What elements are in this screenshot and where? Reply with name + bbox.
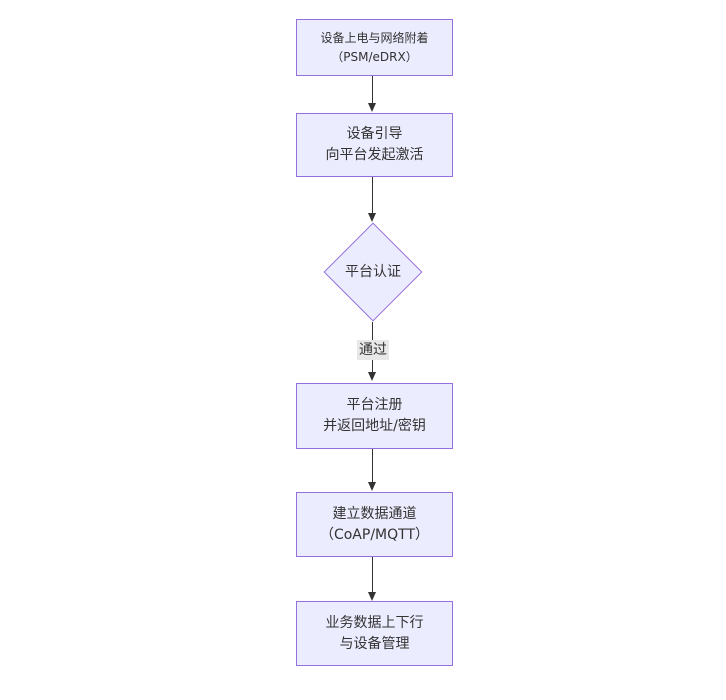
node-bootstrap-line2: 向平台发起激活 <box>325 147 424 163</box>
arrowhead-down-icon <box>368 213 376 222</box>
edge-bootstrap-to-auth <box>372 177 373 214</box>
node-business-data-line2: 与设备管理 <box>339 635 410 652</box>
node-business-data-line1: 业务数据上下行 <box>325 614 424 631</box>
node-data-channel-line1: 建立数据通道 <box>332 505 417 522</box>
arrowhead-down-icon <box>368 372 376 381</box>
edge-channel-to-business <box>372 557 373 593</box>
node-platform-register: 平台注册 并返回地址/密钥 <box>296 383 453 449</box>
arrowhead-down-icon <box>368 592 376 601</box>
node-platform-register-line1: 平台注册 <box>346 397 403 413</box>
edge-register-to-channel <box>372 449 373 483</box>
node-bootstrap-line1: 设备引导 <box>346 126 403 142</box>
arrowhead-down-icon <box>368 482 376 491</box>
arrowhead-down-icon <box>368 103 376 112</box>
node-platform-auth-label: 平台认证 <box>345 264 401 280</box>
node-power-attach: 设备上电与网络附着 （PSM/eDRX） <box>296 19 453 76</box>
edge-label-pass: 通过 <box>357 340 389 360</box>
node-power-attach-line2: （PSM/eDRX） <box>331 49 418 64</box>
node-data-channel: 建立数据通道 （CoAP/MQTT） <box>296 492 453 557</box>
node-platform-register-line2: 并返回地址/密钥 <box>323 418 426 434</box>
edge-power-to-bootstrap <box>372 76 373 104</box>
node-power-attach-line1: 设备上电与网络附着 <box>320 30 429 45</box>
node-bootstrap: 设备引导 向平台发起激活 <box>296 113 453 177</box>
node-data-channel-line2: （CoAP/MQTT） <box>319 526 430 543</box>
node-business-data: 业务数据上下行 与设备管理 <box>296 601 453 666</box>
